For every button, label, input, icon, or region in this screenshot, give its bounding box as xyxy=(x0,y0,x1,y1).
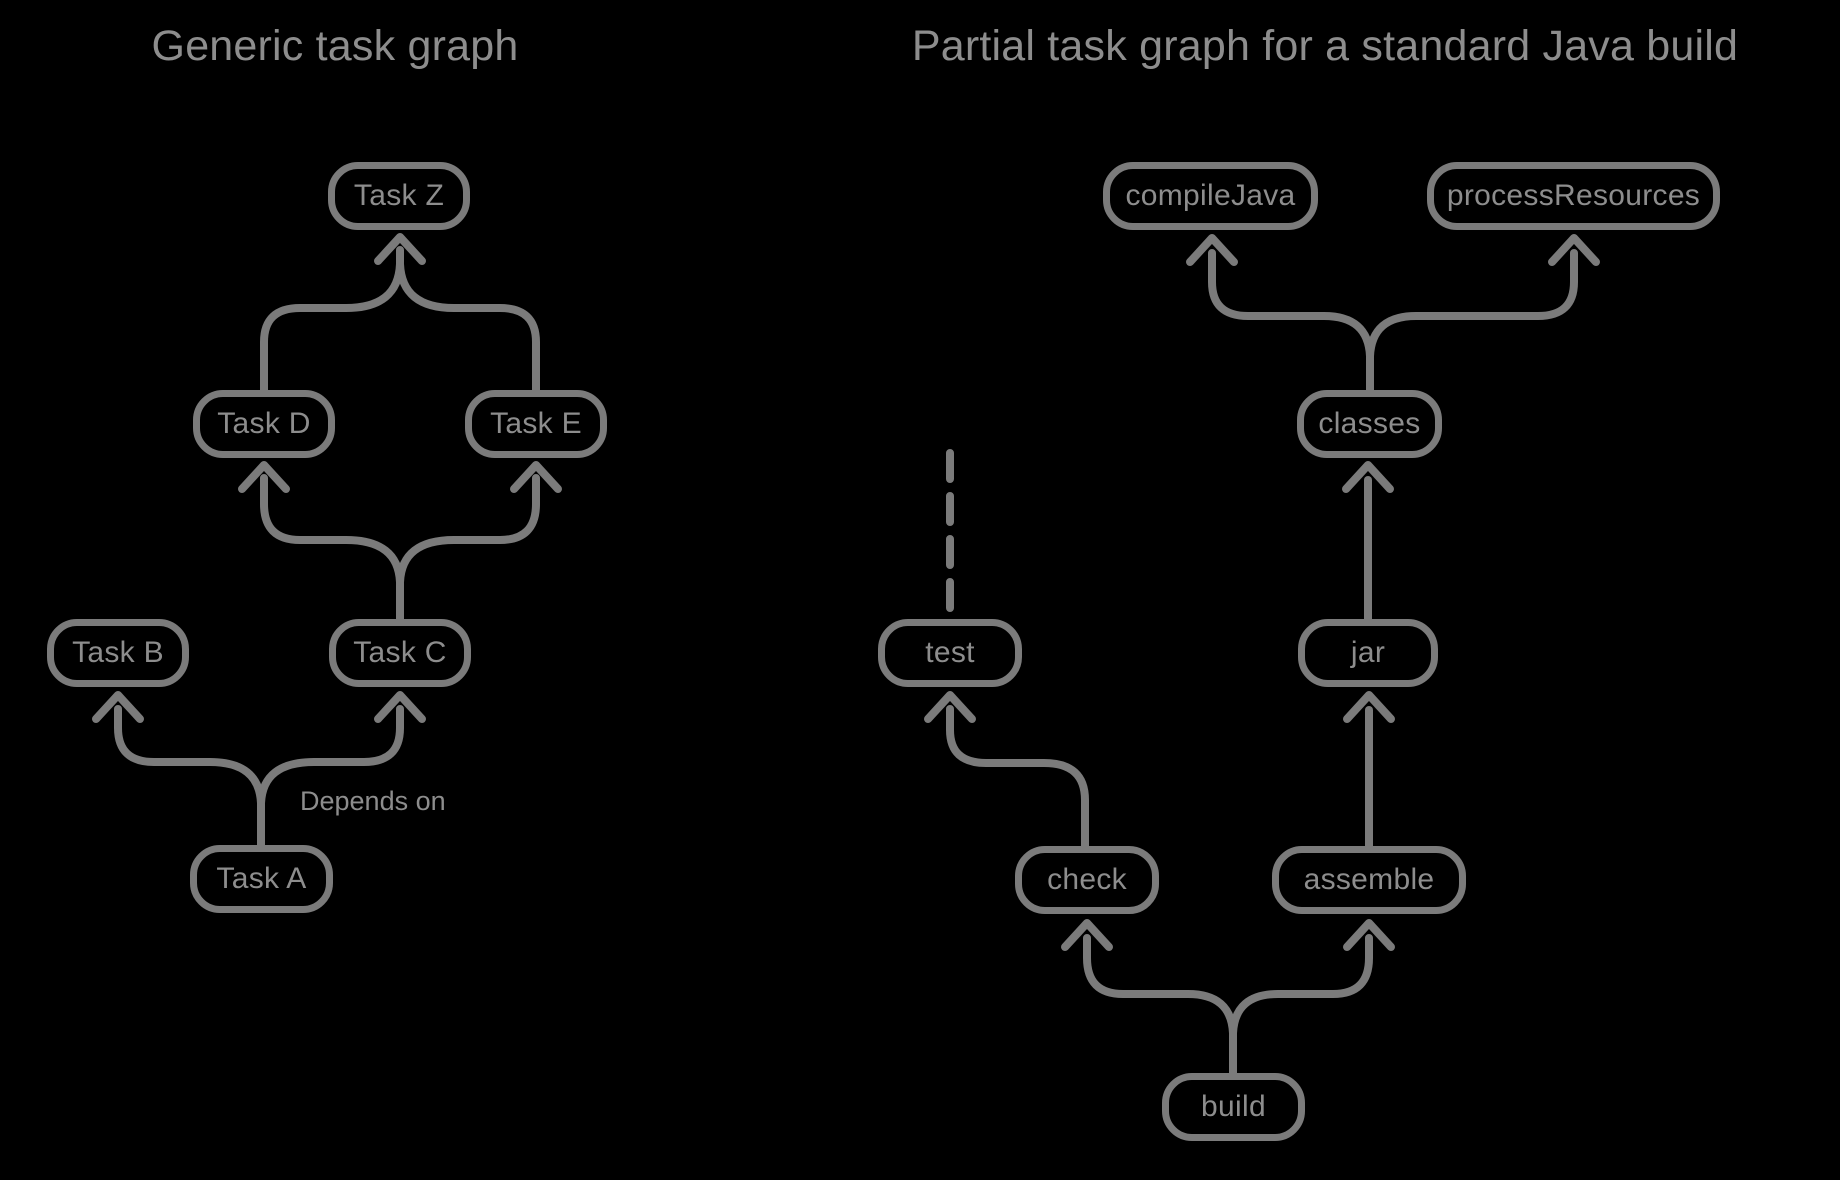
node-processresources: processResources xyxy=(1427,162,1720,230)
arrowhead-task-d xyxy=(238,461,290,493)
edge-task-d-task-z xyxy=(260,246,404,394)
node-assemble: assemble xyxy=(1272,846,1466,914)
arrowhead-task-z xyxy=(374,233,426,265)
edge-task-c-task-e xyxy=(396,474,540,586)
node-task-b: Task B xyxy=(47,619,189,687)
node-check: check xyxy=(1015,846,1159,914)
edge-task-a-task-b xyxy=(114,705,265,849)
edge-task-a-task-c xyxy=(257,705,404,807)
node-task-d: Task D xyxy=(193,390,335,458)
arrowhead-test xyxy=(924,691,976,723)
node-task-a: Task A xyxy=(190,845,333,913)
left-graph-title: Generic task graph xyxy=(151,22,519,70)
arrowhead-jar xyxy=(1343,691,1395,723)
edge-build-assemble xyxy=(1229,934,1373,1037)
arrowhead-task-c xyxy=(374,691,426,723)
edge-task-c-task-d xyxy=(260,474,404,623)
arrowhead-processresources xyxy=(1548,234,1600,266)
arrowhead-check xyxy=(1061,919,1113,951)
arrowhead-task-b xyxy=(92,691,144,723)
node-task-c: Task C xyxy=(329,619,471,687)
edge-build-check xyxy=(1083,934,1237,1077)
edge-classes-compilejava xyxy=(1208,249,1374,394)
depends-on-label: Depends on xyxy=(300,786,446,816)
node-build: build xyxy=(1162,1073,1305,1141)
node-task-e: Task E xyxy=(465,390,607,458)
edge-classes-processresources xyxy=(1366,249,1578,360)
edge-task-e-task-z xyxy=(396,260,540,396)
node-test: test xyxy=(878,619,1022,687)
node-compilejava: compileJava xyxy=(1103,162,1318,230)
arrowhead-task-e xyxy=(510,461,562,493)
arrowhead-classes xyxy=(1342,461,1394,493)
right-graph-title: Partial task graph for a standard Java b… xyxy=(911,22,1739,70)
arrowhead-compilejava xyxy=(1186,234,1238,266)
node-classes: classes xyxy=(1297,390,1442,458)
node-task-z: Task Z xyxy=(328,162,470,230)
node-jar: jar xyxy=(1298,619,1438,687)
edge-check-test xyxy=(946,705,1089,850)
arrowhead-assemble xyxy=(1343,919,1395,951)
